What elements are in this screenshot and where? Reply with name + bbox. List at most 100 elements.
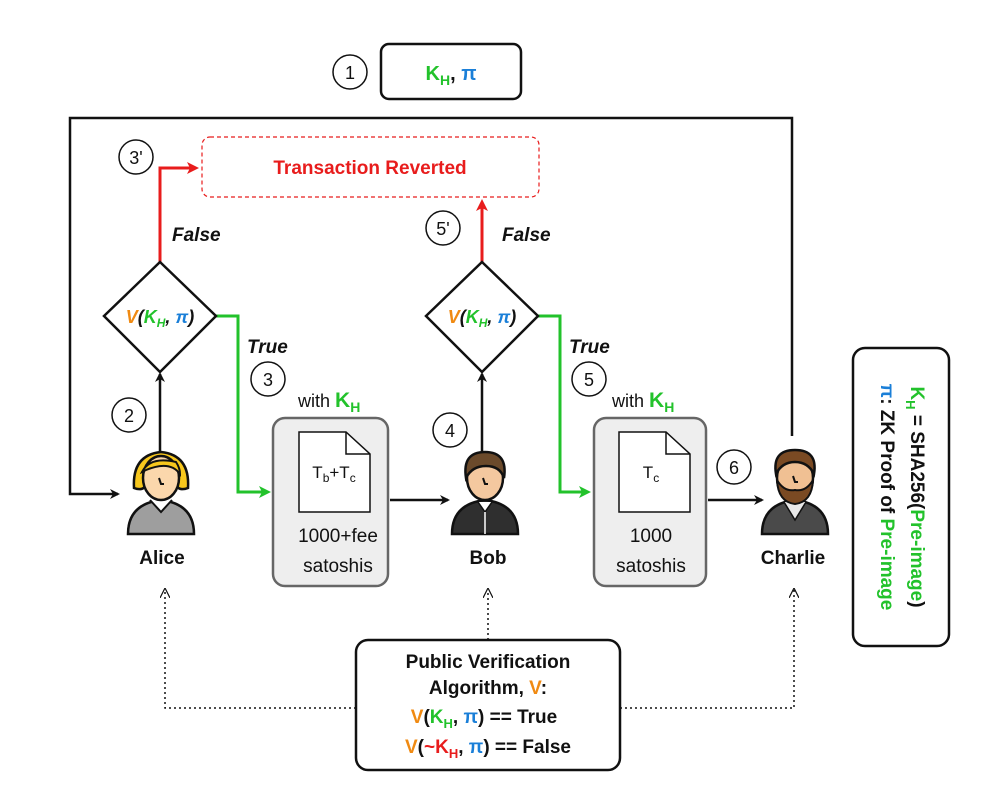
top-box-sep: , [450,63,461,85]
charlie-to-alice-loop [68,116,794,499]
svg-text:V(KH, π) == True: V(KH, π) == True [411,707,557,731]
svg-text:KH = SHA256(Pre-image): KH = SHA256(Pre-image) [903,386,927,607]
tx1-with-k-sub: H [350,399,360,415]
tx2-with-text: with [611,391,649,411]
legend-l1-pre: Pre-image [906,509,927,601]
svg-text:π: ZK Proof of Pre-image: π: ZK Proof of Pre-image [876,384,897,611]
legend-text-group: KH = SHA256(Pre-image) π: ZK Proof of Pr… [876,384,927,611]
step-3p-circle: 3' [118,139,154,175]
verify-line2a: Algorithm, [429,678,529,699]
verify-to-alice-dotted [165,590,356,709]
transaction-reverted-box [201,136,540,198]
verify-eq1-pi: π [463,707,478,728]
diamond1-pi: π [175,307,188,327]
verify-eq2-v: V [405,737,418,758]
diamond2-comma: , [486,307,497,327]
svg-text:Algorithm, V:: Algorithm, V: [429,678,547,699]
legend-l2-pi: π [876,384,897,399]
verify-to-charlie-dotted [620,590,794,709]
charlie-avatar-icon [760,448,830,536]
verify-eq2-rest: ) == False [483,737,571,758]
svg-text:V(KH, π): V(KH, π) [448,307,517,330]
diamond2-true-label: True [569,337,610,358]
legend-l1-eq: = SHA256( [906,410,927,510]
step-6-circle: 6 [716,449,752,485]
tx2-with-k-sub: H [664,399,674,415]
svg-text:Tc: Tc [643,463,659,485]
diamond2-v: V [448,307,462,327]
diamond2-open: ( [460,307,468,327]
diamond2-k-sub: H [479,316,488,330]
tx1-doc-sub1: b [323,471,330,485]
verify-line1: Public Verification [406,652,571,673]
step-4-circle: 4 [432,412,468,448]
legend-box [851,346,951,648]
svg-text:with KH: with KH [297,389,360,415]
step-5p-label: 5' [436,219,449,239]
verify-eq1-comma: , [453,707,464,728]
diamond1-true-label: True [247,337,288,358]
step-5p-circle: 5' [425,210,461,246]
diamond1-open: ( [138,307,146,327]
diamond2-close: ) [508,307,516,327]
diamond1-k: K [144,307,159,327]
verify-line2c: : [541,678,547,699]
bob-avatar-icon [450,450,520,536]
tx1-unit: satoshis [303,556,373,577]
step-2-circle: 2 [111,397,147,433]
verify-eq2-sub: H [449,746,458,761]
bob-label: Bob [470,548,507,569]
verify-diamond-bob [424,260,540,374]
transaction-reverted-label: Transaction Reverted [273,158,466,179]
step-3-circle: 3 [250,361,286,397]
verify-eq2-open: ( [418,737,425,758]
verify-eq2-k: ~K [424,737,449,758]
diamond1-comma: , [164,307,175,327]
step-1-label: 1 [345,63,355,83]
step-5-label: 5 [584,370,594,390]
alice-avatar-icon [126,450,196,536]
svg-text:Tb+Tc: Tb+Tc [312,463,355,485]
tx1-with-k: K [335,389,350,412]
step-3p-label: 3' [129,148,142,168]
step-6-label: 6 [729,458,739,478]
diamond2-true-arrow [538,314,591,498]
transaction-box-2: Tc 1000 satoshis [592,416,708,588]
charlie-label: Charlie [761,548,825,569]
svg-text:with KH: with KH [611,389,674,415]
verify-diamond-alice [102,260,218,374]
tx2-with-k: K [649,389,664,412]
verify-eq2-comma: , [458,737,469,758]
tx1-doc-plus: +T [329,463,349,482]
legend-l1-k: K [906,386,927,400]
tx2-amount: 1000 [630,526,672,547]
legend-l1-close: ) [906,601,927,607]
diamond1-false-label: False [172,225,221,246]
tx2-unit: satoshis [616,556,686,577]
tx2-doc-sub: c [653,471,659,485]
verify-line2v: V [529,678,542,699]
legend-l1-sub: H [903,400,918,409]
top-box-pi: π [461,63,476,85]
diamond1-false-arrow [158,162,199,262]
tx1-with-text: with [297,391,335,411]
top-box-k-sub: H [440,72,450,88]
document-icon [298,431,371,513]
tx1-doc-t1: T [312,463,322,482]
diamond1-k-sub: H [157,316,166,330]
legend-l2-pre: Pre-image [876,518,897,610]
diamond1-close: ) [186,307,194,327]
tx1-amount: 1000+fee [298,526,378,547]
legend-l2-text: : ZK Proof of [876,398,897,518]
verify-eq1-sub: H [444,716,453,731]
diamond2-false-label: False [502,225,551,246]
step-1-circle: 1 [332,54,368,90]
tx2-doc-t: T [643,463,653,482]
diamond1-v: V [126,307,140,327]
document-icon [618,431,691,513]
verify-eq1-open: ( [423,707,430,728]
step-4-label: 4 [445,421,455,441]
step-5-circle: 5 [571,361,607,397]
alice-label: Alice [139,548,184,569]
